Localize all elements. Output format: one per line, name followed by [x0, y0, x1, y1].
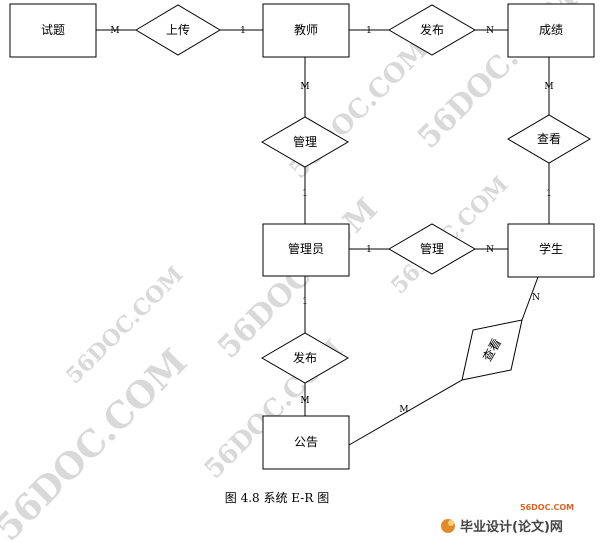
- site-logo: 56DOC.COM 毕业设计(论文)网: [441, 503, 574, 535]
- cardinality: N: [532, 293, 540, 303]
- cardinality: 1: [302, 189, 308, 199]
- cardinality: M: [399, 405, 408, 415]
- entity-gonggao: 公告: [262, 415, 350, 470]
- entity-label: 公告: [294, 435, 318, 449]
- cardinality: 1: [240, 26, 246, 36]
- relationship-label: 发布: [420, 22, 444, 37]
- entity-jiaoshi: 教师: [262, 3, 350, 58]
- entity-label: 教师: [294, 22, 318, 37]
- cardinality: M: [300, 82, 309, 92]
- relationship-chakan-right: 查看: [507, 114, 591, 164]
- cardinality: N: [486, 245, 494, 255]
- relationship-label: 管理: [293, 134, 317, 149]
- cardinality: 1: [302, 297, 308, 307]
- cardinality: 1: [366, 245, 372, 255]
- relationship-shangchuan: 上传: [135, 4, 221, 56]
- relationship-label: 发布: [293, 350, 317, 365]
- connector-lines: [96, 29, 550, 446]
- cardinality: M: [300, 396, 309, 406]
- cardinality: M: [544, 82, 553, 92]
- cardinality-layer: M 1 1 N M 1 M 1 1 N 1 M N M: [110, 26, 553, 415]
- entity-shiti: 试题: [9, 3, 97, 58]
- relationship-label: 查看: [537, 132, 561, 146]
- entity-label: 成绩: [539, 23, 563, 37]
- edge-xuesheng-chakan: [521, 276, 539, 321]
- relationship-fabu-top: 发布: [388, 4, 476, 56]
- cardinality: M: [110, 26, 119, 36]
- entity-guanliyuan: 管理员: [262, 223, 350, 277]
- relationship-label: 管理: [420, 241, 444, 256]
- logo-title: 毕业设计(论文)网: [460, 519, 563, 535]
- relationship-guanli-mid: 管理: [388, 223, 476, 275]
- edge-chakan-gonggao: [348, 379, 463, 446]
- entity-label: 管理员: [288, 241, 324, 256]
- entity-xuesheng: 学生: [507, 223, 595, 278]
- entity-label: 试题: [41, 22, 65, 37]
- relationship-label: 上传: [166, 22, 190, 37]
- watermark: 56DOC.COM: [0, 341, 195, 543]
- logo-site-text: 56DOC.COM: [520, 503, 574, 512]
- entity-label: 学生: [539, 241, 563, 256]
- figure-caption: 图 4.8 系统 E-R 图: [225, 491, 329, 505]
- entity-chengji: 成绩: [507, 3, 595, 58]
- relationship-chakan-diag: 查看: [461, 319, 523, 381]
- relationship-guanli-left: 管理: [261, 116, 349, 168]
- cardinality: 1: [366, 26, 372, 36]
- cardinality: 1: [546, 189, 552, 199]
- relationship-fabu-bottom: 发布: [261, 332, 349, 384]
- cardinality: N: [486, 26, 494, 36]
- logo-emblem-highlight: [448, 520, 454, 526]
